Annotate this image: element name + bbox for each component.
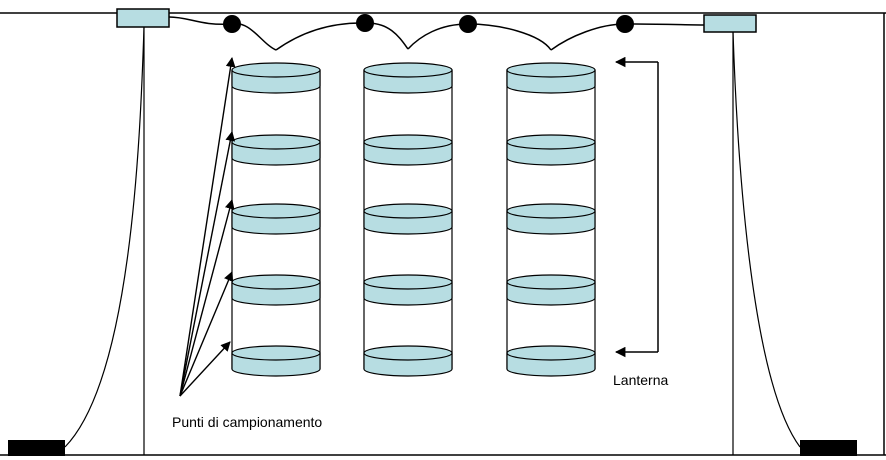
lantern-tier	[506, 203, 596, 235]
float-4	[616, 15, 634, 33]
left-mooring-rope	[64, 26, 145, 448]
left-anchor	[8, 440, 65, 456]
lantern-tier	[231, 134, 321, 166]
right-mooring-rope	[732, 31, 801, 448]
sampling-arrow-3	[179, 199, 235, 397]
lanterna-bracket	[614, 56, 659, 358]
lantern-tier	[363, 274, 453, 306]
lantern-tier	[231, 62, 321, 94]
right-anchor	[800, 440, 857, 456]
lanterna-label: Lanterna	[613, 372, 669, 388]
lantern-tier	[506, 134, 596, 166]
sampling-arrow-2	[179, 131, 236, 397]
lantern-3	[506, 62, 596, 377]
sampling-arrow-1	[179, 57, 236, 397]
lanterns	[231, 62, 596, 377]
lantern-tier	[363, 134, 453, 166]
lantern-tier	[231, 203, 321, 235]
lantern-1	[231, 62, 321, 377]
sampling-arrow-5	[179, 341, 231, 397]
lantern-tier	[506, 274, 596, 306]
lantern-tier	[506, 62, 596, 94]
lantern-tier	[231, 274, 321, 306]
lantern-tier	[363, 203, 453, 235]
right-buoy	[703, 14, 757, 33]
float-1	[223, 15, 241, 33]
lantern-2	[363, 62, 453, 377]
sampling-arrows	[179, 57, 236, 397]
sampling-arrow-4	[179, 271, 234, 397]
float-2	[356, 14, 374, 32]
lantern-tier	[231, 345, 321, 377]
lantern-tier	[363, 345, 453, 377]
lantern-tier	[363, 62, 453, 94]
left-buoy	[116, 8, 170, 28]
lantern-tier	[506, 345, 596, 377]
sampling-points-label: Punti di campionamento	[172, 414, 323, 430]
float-3	[459, 15, 477, 33]
